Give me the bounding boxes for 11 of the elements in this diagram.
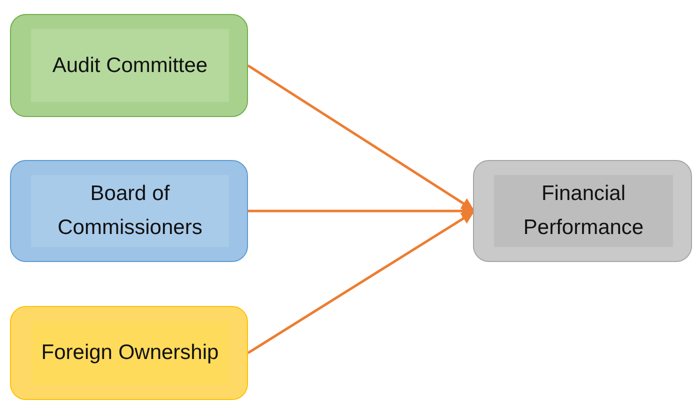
process-box	[10, 306, 248, 400]
node-label: Foreign Ownership	[41, 340, 219, 366]
process-box	[10, 14, 248, 117]
node-label: Financial Performance	[522, 181, 645, 241]
arrow	[247, 64, 474, 211]
node-label: Board of Commissioners	[56, 181, 204, 241]
process-box	[10, 160, 248, 262]
node-label: Audit Committee	[52, 52, 208, 79]
process-box	[473, 160, 692, 262]
arrow	[248, 204, 474, 218]
arrow	[247, 211, 474, 354]
